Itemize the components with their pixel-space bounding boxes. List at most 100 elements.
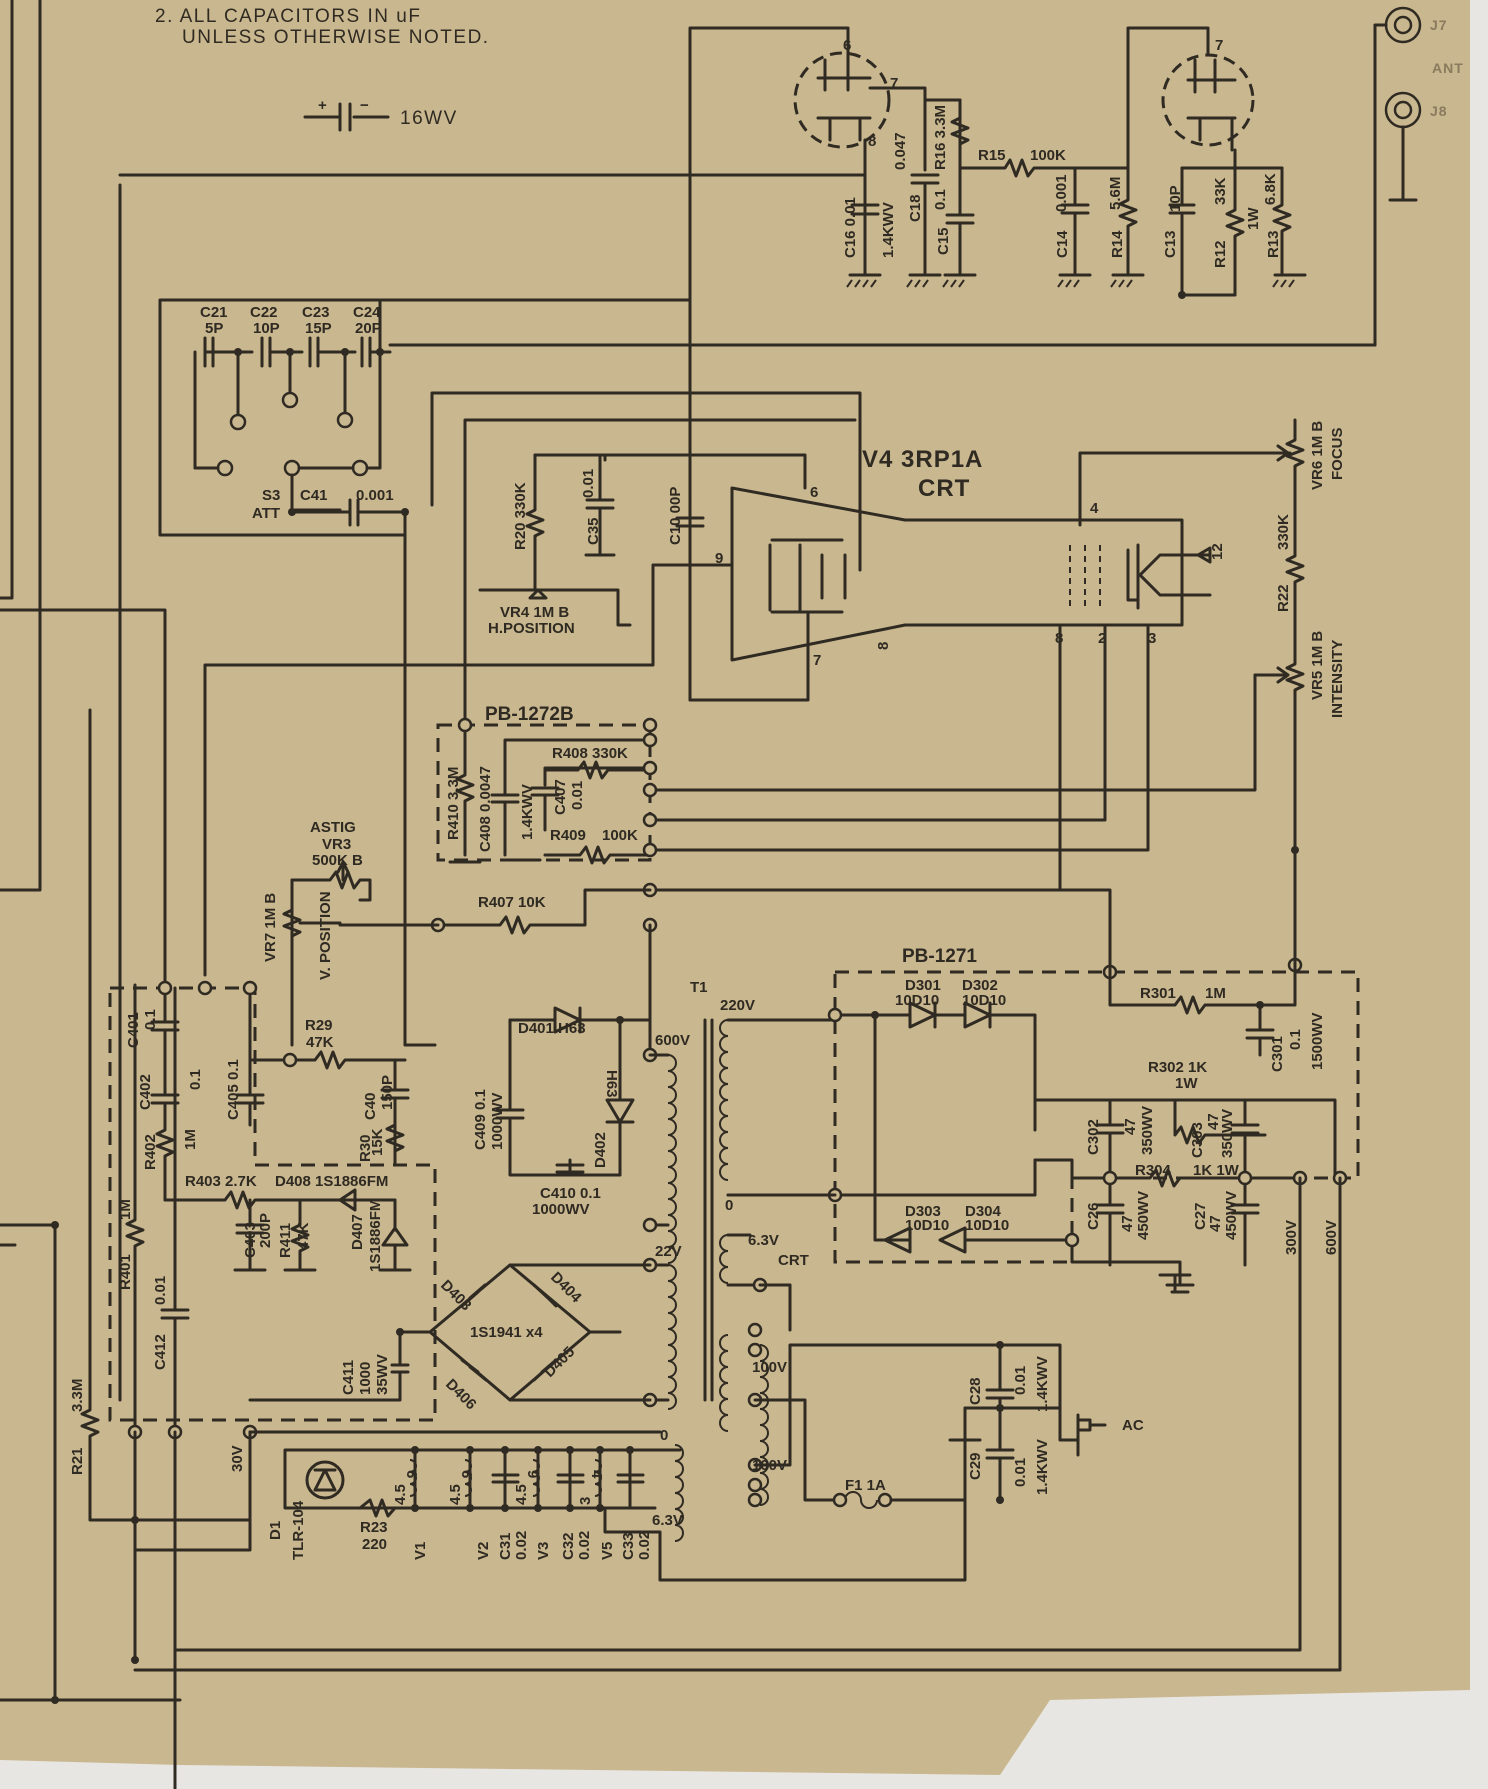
svg-text:C26: C26 xyxy=(1085,1202,1102,1230)
svg-text:R301: R301 xyxy=(1140,985,1176,1002)
svg-text:C23: C23 xyxy=(302,304,330,321)
svg-text:10D10: 10D10 xyxy=(965,1217,1009,1234)
svg-text:33K: 33K xyxy=(1212,177,1229,205)
board-vertical-amp: C401 0.1 C402 0.1 C405 0.1 R29 47K C40 1… xyxy=(108,973,437,1440)
svg-text:0.01: 0.01 xyxy=(580,469,597,498)
deflection-wire-1 xyxy=(430,391,862,572)
svg-text:100V: 100V xyxy=(752,1359,787,1376)
svg-text:330K: 330K xyxy=(1275,514,1292,550)
legend-voltage: 16WV xyxy=(400,108,458,129)
svg-text:C409 0.1: C409 0.1 xyxy=(472,1089,489,1150)
crt-pin2-wire xyxy=(648,623,1107,822)
page-margin-bottom xyxy=(0,1690,1488,1789)
svg-text:47: 47 xyxy=(1207,1215,1224,1232)
svg-text:0.01: 0.01 xyxy=(1012,1366,1029,1395)
svg-text:D407: D407 xyxy=(349,1214,366,1250)
svg-text:D401 H63: D401 H63 xyxy=(518,1020,586,1037)
svg-text:4.5: 4.5 xyxy=(447,1484,464,1505)
jack-j7-label: J7 xyxy=(1430,17,1448,33)
tube-left-plate-wire xyxy=(688,26,850,702)
svg-text:H63: H63 xyxy=(603,1070,620,1098)
svg-text:C33: C33 xyxy=(620,1532,637,1560)
svg-text:10D10: 10D10 xyxy=(895,992,939,1009)
svg-text:R12: R12 xyxy=(1212,240,1229,268)
svg-text:450WV: 450WV xyxy=(1135,1191,1152,1240)
svg-text:C403: C403 xyxy=(242,1222,259,1258)
svg-text:6.3V: 6.3V xyxy=(652,1512,683,1529)
svg-text:R402: R402 xyxy=(142,1134,159,1170)
svg-text:C402: C402 xyxy=(137,1074,154,1110)
svg-text:0.1: 0.1 xyxy=(187,1069,204,1090)
svg-text:1K 1W: 1K 1W xyxy=(1193,1162,1240,1179)
svg-text:4.5: 4.5 xyxy=(513,1484,530,1505)
svg-text:ATT: ATT xyxy=(252,505,280,522)
svg-text:R401: R401 xyxy=(117,1254,134,1290)
crt-pin9-wire xyxy=(203,563,732,977)
svg-text:15P: 15P xyxy=(305,320,332,337)
focus-intensity-chain: VR6 1M B FOCUS R22 330K VR5 1M B INTENSI… xyxy=(648,418,1346,967)
svg-text:R13: R13 xyxy=(1265,230,1282,258)
astig-vposition: R407 10K ASTIG VR3 500K B VR7 1M B V. PO… xyxy=(262,819,652,1047)
svg-text:1000WV: 1000WV xyxy=(532,1201,590,1218)
svg-text:30V: 30V xyxy=(229,1445,246,1472)
svg-text:R21: R21 xyxy=(69,1447,86,1475)
svg-text:0.02: 0.02 xyxy=(513,1531,530,1560)
svg-text:R403 2.7K: R403 2.7K xyxy=(185,1173,257,1190)
svg-text:0.01: 0.01 xyxy=(152,1276,169,1305)
svg-text:−: − xyxy=(360,97,369,114)
svg-text:+: + xyxy=(318,97,327,114)
input-jacks: J7 J8 ANT xyxy=(1373,6,1464,347)
svg-text:9: 9 xyxy=(715,550,723,567)
svg-text:3: 3 xyxy=(577,1497,594,1505)
crt-focus-wire xyxy=(1078,451,1292,527)
svg-text:3: 3 xyxy=(1148,630,1156,647)
svg-text:C405 0.1: C405 0.1 xyxy=(225,1059,242,1120)
mains-input: C28 0.01 1.4KWV C29 0.01 1.4KWV AC F1 1A xyxy=(753,1283,1144,1509)
svg-text:D304: D304 xyxy=(965,1203,1002,1220)
note-line-1: 2. ALL CAPACITORS IN uF xyxy=(155,6,421,27)
jack-j8-label: J8 xyxy=(1430,103,1448,119)
svg-text:1S1941 x4: 1S1941 x4 xyxy=(470,1324,543,1341)
svg-text:6: 6 xyxy=(458,1470,475,1478)
svg-text:47: 47 xyxy=(1119,1215,1136,1232)
svg-text:100K: 100K xyxy=(1030,147,1066,164)
psu-output-wires xyxy=(133,848,1342,1672)
svg-text:6.3V: 6.3V xyxy=(748,1232,779,1249)
svg-text:100K: 100K xyxy=(602,827,638,844)
svg-text:6: 6 xyxy=(403,1470,420,1478)
electrolytic-legend: + − 16WV xyxy=(303,97,458,132)
crt-pin7-wire xyxy=(688,610,810,702)
svg-text:C16 0.01: C16 0.01 xyxy=(842,197,859,258)
svg-text:V1: V1 xyxy=(412,1542,429,1560)
svg-text:0.001: 0.001 xyxy=(1053,174,1070,212)
svg-text:TLR-104: TLR-104 xyxy=(290,1500,307,1560)
svg-text:1.4KWV: 1.4KWV xyxy=(1034,1356,1051,1412)
svg-text:C302: C302 xyxy=(1085,1119,1102,1155)
svg-text:1000WV: 1000WV xyxy=(489,1092,506,1150)
svg-text:C13: C13 xyxy=(1162,230,1179,258)
svg-text:4: 4 xyxy=(588,1470,605,1479)
svg-text:0.02: 0.02 xyxy=(636,1531,653,1560)
svg-text:VR7 1M B: VR7 1M B xyxy=(262,893,279,962)
svg-text:R304: R304 xyxy=(1135,1162,1172,1179)
svg-text:S3: S3 xyxy=(262,487,280,504)
svg-text:R409: R409 xyxy=(550,827,586,844)
top-passives: C16 0.01 1.4KWV C18 0.047 R16 3.3M C15 0… xyxy=(842,98,1307,288)
svg-text:VR6 1M B: VR6 1M B xyxy=(1309,421,1326,490)
svg-text:1W: 1W xyxy=(1175,1075,1198,1092)
svg-text:R410 3.3M: R410 3.3M xyxy=(445,767,462,840)
svg-text:C18: C18 xyxy=(907,194,924,222)
svg-text:C31: C31 xyxy=(497,1532,514,1560)
svg-text:C301: C301 xyxy=(1269,1036,1286,1072)
ant-label: ANT xyxy=(1432,60,1464,76)
mains-return-wire xyxy=(603,1498,967,1582)
svg-text:R15: R15 xyxy=(978,147,1006,164)
svg-text:C40: C40 xyxy=(362,1092,379,1120)
svg-text:R16 3.3M: R16 3.3M xyxy=(932,105,949,170)
svg-text:500K B: 500K B xyxy=(312,852,363,869)
svg-text:35WV: 35WV xyxy=(374,1354,391,1395)
board-pb1272b: PB-1272B R408 330K R410 3.3M C408 0.0047… xyxy=(436,704,658,933)
svg-text:T1: T1 xyxy=(690,979,708,996)
